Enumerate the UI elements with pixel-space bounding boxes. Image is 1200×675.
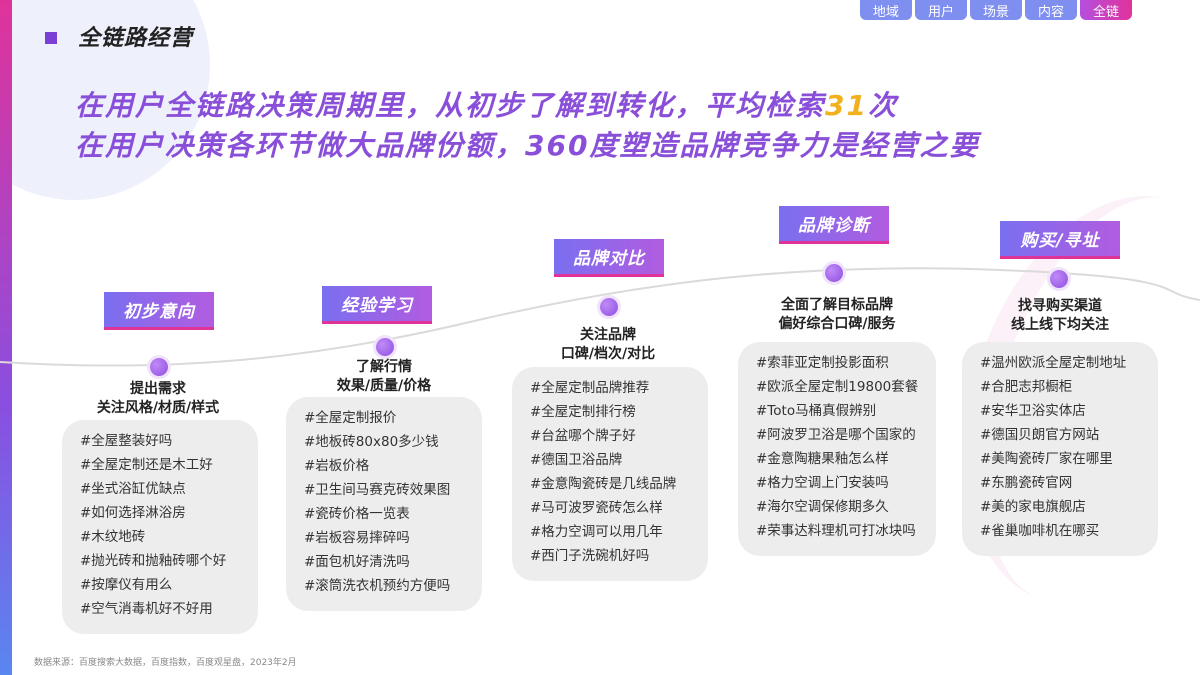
tab-full-chain[interactable]: 全链 [1079,0,1132,20]
keyword-item: #阿波罗卫浴是哪个国家的 [756,427,916,443]
stage-desc-line: 口碑/档次/对比 [560,346,656,362]
keyword-item: #西门子洗碗机好吗 [530,548,650,564]
keyword-item: #全屋定制还是木工好 [80,457,213,473]
stage-label-experience-learning: 经验学习 [322,286,432,324]
stage-desc-purchase-locate: 找寻购买渠道 线上线下均关注 [962,297,1158,335]
headline-line-2: 在用户决策各环节做大品牌份额，360度塑造品牌竞争力是经营之要 [75,129,980,162]
headline-line-1: 在用户全链路决策周期里，从初步了解到转化，平均检索31次 [75,84,898,124]
headline-highlight-number: 31 [825,89,868,122]
journey-curve-path [0,267,1200,367]
keyword-item: #海尔空调保修期多久 [756,499,889,515]
left-accent-bar [0,0,12,675]
stage-dot-brand-comparison [600,298,618,316]
stage-desc-line: 线上线下均关注 [1011,317,1109,333]
stage-dot-brand-diagnosis [825,264,843,282]
keyword-item: #台盆哪个牌子好 [530,428,636,444]
stage-label-purchase-locate: 购买/寻址 [1000,221,1120,259]
keyword-item: #瓷砖价格一览表 [304,506,410,522]
keyword-item: #Toto马桶真假辨别 [756,403,877,419]
top-tab-bar: 地域 用户 场景 内容 全链 [859,0,1132,20]
stage-desc-line: 找寻购买渠道 [1018,298,1102,314]
stage-desc-line: 效果/质量/价格 [336,378,432,394]
keyword-item: #全屋整装好吗 [80,433,173,449]
stage-desc-line: 了解行情 [356,359,412,375]
keyword-item: #金意陶瓷砖是几线品牌 [530,476,677,492]
keyword-item: #荣事达料理机可打冰块吗 [756,523,916,539]
keyword-item: #美的家电旗舰店 [980,499,1086,515]
keyword-item: #坐式浴缸优缺点 [80,481,186,497]
tab-content[interactable]: 内容 [1024,0,1077,20]
keyword-item: #如何选择淋浴房 [80,505,186,521]
keyword-item: #安华卫浴实体店 [980,403,1086,419]
data-source-footnote: 数据来源：百度搜索大数据，百度指数，百度观星盘，2023年2月 [34,658,297,668]
keyword-item: #温州欧派全屋定制地址 [980,355,1127,371]
keyword-item: #马可波罗瓷砖怎么样 [530,500,663,516]
headline-line-1-suffix: 次 [867,89,898,122]
stage-label-brand-comparison: 品牌对比 [554,239,664,277]
keyword-item: #东鹏瓷砖官网 [980,475,1073,491]
keyword-item: #按摩仪有用么 [80,577,173,593]
keyword-item: #岩板容易摔碎吗 [304,530,410,546]
section-title: 全链路经营 [78,26,194,51]
stage-desc-line: 偏好综合口碑/服务 [778,316,896,332]
keyword-item: #索菲亚定制投影面积 [756,355,889,371]
stage-desc-experience-learning: 了解行情 效果/质量/价格 [286,358,482,396]
keyword-item: #格力空调上门安装吗 [756,475,889,491]
keyword-item: #抛光砖和抛釉砖哪个好 [80,553,227,569]
keyword-item: #地板砖80x80多少钱 [304,434,439,450]
stage-desc-line: 关注品牌 [580,327,636,343]
keyword-item: #金意陶糖果釉怎么样 [756,451,889,467]
keyword-item: #面包机好清洗吗 [304,554,410,570]
keyword-list-brand-comparison: #全屋定制品牌推荐 #全屋定制排行榜 #台盆哪个牌子好 #德国卫浴品牌 #金意陶… [512,367,708,581]
header-square-icon [45,32,57,44]
stage-desc-line: 全面了解目标品牌 [781,297,893,313]
stage-desc-brand-diagnosis: 全面了解目标品牌 偏好综合口碑/服务 [738,296,936,334]
keyword-item: #空气消毒机好不好用 [80,601,213,617]
keyword-item: #格力空调可以用几年 [530,524,663,540]
keyword-list-purchase-locate: #温州欧派全屋定制地址 #合肥志邦橱柜 #安华卫浴实体店 #德国贝朗官方网站 #… [962,342,1158,556]
keyword-item: #木纹地砖 [80,529,146,545]
headline-line-1-prefix: 在用户全链路决策周期里，从初步了解到转化，平均检索 [75,89,826,122]
keyword-item: #美陶瓷砖厂家在哪里 [980,451,1113,467]
keyword-item: #全屋定制品牌推荐 [530,380,650,396]
keyword-item: #欧派全屋定制19800套餐 [756,379,919,395]
keyword-item: #滚筒洗衣机预约方便吗 [304,578,451,594]
stage-desc-brand-comparison: 关注品牌 口碑/档次/对比 [510,326,706,364]
keyword-list-experience-learning: #全屋定制报价 #地板砖80x80多少钱 #岩板价格 #卫生间马赛克砖效果图 #… [286,397,482,611]
keyword-item: #卫生间马赛克砖效果图 [304,482,451,498]
stage-desc-line: 关注风格/材质/样式 [96,400,220,416]
tab-user[interactable]: 用户 [914,0,967,20]
stage-desc-line: 提出需求 [130,381,186,397]
tab-scene[interactable]: 场景 [969,0,1022,20]
stage-desc-initial-intent: 提出需求 关注风格/材质/样式 [60,380,256,418]
keyword-item: #合肥志邦橱柜 [980,379,1073,395]
keyword-item: #全屋定制排行榜 [530,404,636,420]
stage-dot-experience-learning [376,338,394,356]
keyword-item: #德国贝朗官方网站 [980,427,1100,443]
keyword-list-brand-diagnosis: #索菲亚定制投影面积 #欧派全屋定制19800套餐 #Toto马桶真假辨别 #阿… [738,342,936,556]
keyword-item: #全屋定制报价 [304,410,397,426]
tab-region[interactable]: 地域 [859,0,912,20]
keyword-item: #德国卫浴品牌 [530,452,623,468]
stage-dot-purchase-locate [1050,270,1068,288]
stage-label-brand-diagnosis: 品牌诊断 [779,206,889,244]
stage-dot-initial-intent [150,358,168,376]
keyword-item: #雀巢咖啡机在哪买 [980,523,1100,539]
stage-label-initial-intent: 初步意向 [104,292,214,330]
keyword-list-initial-intent: #全屋整装好吗 #全屋定制还是木工好 #坐式浴缸优缺点 #如何选择淋浴房 #木纹… [62,420,258,634]
keyword-item: #岩板价格 [304,458,370,474]
